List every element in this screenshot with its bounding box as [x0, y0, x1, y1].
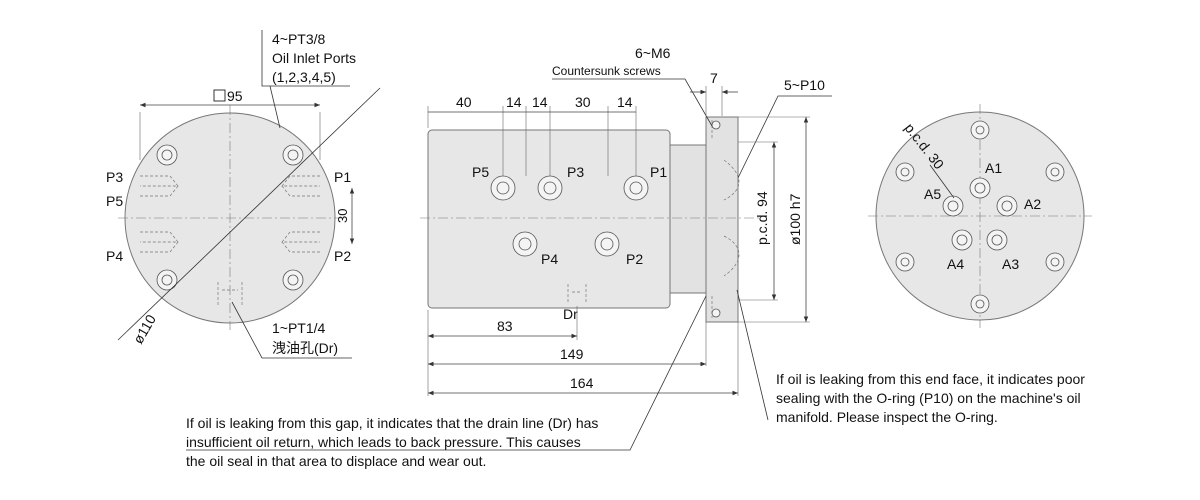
pcd-94-label: p.c.d. 94: [754, 191, 770, 245]
gap-note-line2: insufficient oil return, which leads to …: [186, 434, 581, 450]
left-label-p2: P2: [334, 248, 351, 264]
left-label-p5: P5: [106, 193, 123, 209]
bottom-dim-83: 83: [497, 318, 513, 334]
inlet-ports-line2: Oil Inlet Ports: [272, 50, 356, 66]
end-face-note-line3: manifold. Please inspect the O-ring.: [776, 409, 998, 425]
dim-7: 7: [710, 70, 718, 86]
p10-label: 5~P10: [784, 77, 825, 93]
top-dim-14b: 14: [532, 94, 548, 110]
drain-line1: 1~PT1/4: [272, 320, 326, 336]
side-port-hidden-lines: [140, 175, 320, 305]
bore-label: ø100 h7: [787, 193, 803, 245]
flange-screw-holes: [895, 120, 1065, 314]
bottom-dim-164: 164: [570, 375, 594, 391]
left-label-p4: P4: [106, 248, 123, 264]
end-face-note-line2: sealing with the O-ring (P10) on the mac…: [776, 390, 1081, 406]
label-a4: A4: [947, 256, 964, 272]
right-end-view: p.c.d. 30 A1 A2 A3 A4 A5: [868, 104, 1092, 328]
corner-screw-holes: [156, 144, 304, 291]
screws-line2: Countersunk screws: [552, 64, 661, 78]
left-label-p1: P1: [334, 169, 351, 185]
inlet-ports-line1: 4~PT3/8: [272, 31, 326, 47]
left-end-view: 95 4~PT3/8 Oil Inlet Ports (1,2,3,4,5) P…: [106, 30, 381, 359]
side-ports: [490, 175, 649, 257]
flange: [705, 116, 739, 323]
inlet-ports-line3: (1,2,3,4,5): [272, 69, 336, 85]
neck: [669, 144, 707, 294]
drain-line2: 洩油孔(Dr): [272, 340, 338, 356]
top-dimensions: 40 14 14 30 14: [427, 94, 637, 176]
label-a2: A2: [1024, 196, 1041, 212]
top-dim-30: 30: [575, 94, 591, 110]
top-dim-14a: 14: [506, 94, 522, 110]
left-diameter-label: ø110: [130, 312, 159, 347]
label-a3: A3: [1002, 256, 1019, 272]
bottom-dimensions: 83 149 164: [427, 306, 739, 396]
bottom-dim-149: 149: [560, 346, 584, 362]
side-label-p2: P2: [626, 251, 643, 267]
gap-note-line3: the oil seal in that area to displace an…: [186, 453, 486, 469]
main-body: [427, 129, 671, 309]
top-dim-40: 40: [456, 94, 472, 110]
left-dim-30: 30: [335, 209, 350, 223]
side-label-p5: P5: [472, 164, 489, 180]
top-dim-14c: 14: [617, 94, 633, 110]
dr-label: Dr: [563, 306, 578, 322]
label-a1: A1: [985, 160, 1002, 176]
end-face-note-line1: If oil is leaking from this end face, it…: [776, 371, 1085, 387]
gap-note: If oil is leaking from this gap, it indi…: [186, 415, 598, 469]
screws-line1: 6~M6: [635, 45, 671, 61]
label-a5: A5: [924, 186, 941, 202]
end-face-note: If oil is leaking from this end face, it…: [776, 371, 1085, 425]
left-label-p3: P3: [106, 169, 123, 185]
square-dim-label: 95: [227, 88, 243, 104]
side-view: 40 14 14 30 14 P5 P3 P1 P4 P2 6~M6 Count…: [186, 45, 832, 451]
gap-note-line1: If oil is leaking from this gap, it indi…: [186, 415, 598, 431]
side-label-p1: P1: [650, 164, 667, 180]
side-label-p4: P4: [541, 251, 558, 267]
side-label-p3: P3: [567, 164, 584, 180]
